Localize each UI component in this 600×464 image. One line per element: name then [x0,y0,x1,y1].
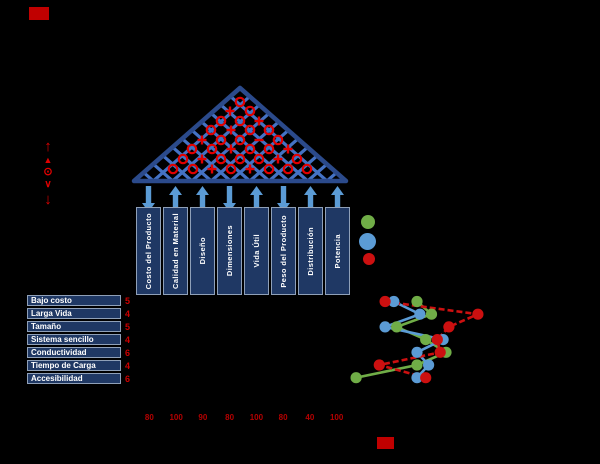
column-weight-value: 90 [198,413,208,422]
data-point-blue [423,359,435,371]
column-weight-value: 100 [169,413,183,422]
arrow-up-icon [250,186,263,212]
column-weight-value: 100 [329,413,344,422]
direction-symbol-icon: ▲ [43,155,53,165]
legend-dot-red-series [363,253,375,265]
direction-symbol-icon: ∨ [44,179,52,190]
legend-dot-blue-series [359,233,376,250]
direction-symbol-icon: ↑ [44,138,52,155]
requirement-row: Tamaño 5 [27,321,142,332]
direction-symbol-icon: ↓ [44,191,52,208]
technical-column: Distribución [298,207,323,295]
direction-legend: ↑▲⊙∨↓ [36,138,60,208]
requirement-label-bar: Sistema sencillo [27,334,121,345]
arrow-up-icon [304,186,317,212]
red-box-top-left [29,7,49,20]
technical-column: Dimensiones [217,207,242,295]
direction-symbol-icon: ⊙ [43,166,53,178]
data-point-red [472,308,484,320]
data-point-blue [411,372,423,384]
red-box-bottom-right [377,437,394,449]
data-point-green [420,334,432,346]
requirement-score: 5 [125,295,131,306]
data-point-green [391,321,403,333]
arrow-up-icon [196,186,209,212]
requirement-label-bar: Accesibilidad [27,373,121,384]
data-point-red [434,346,446,358]
data-point-red [420,372,432,384]
data-point-green [350,372,362,384]
technical-column: Diseño [190,207,215,295]
requirement-label-bar: Conductividad [27,347,121,358]
requirement-row: Tiempo de Carga 4 [27,360,142,371]
arrow-down-icon [142,186,155,212]
arrow-down-icon [223,186,236,212]
requirement-label-bar: Tiempo de Carga [27,360,121,371]
data-point-red [443,321,455,333]
requirement-label-bar: Bajo costo [27,295,121,306]
roof-correlation-symbols [167,96,313,175]
data-point-blue [411,346,423,358]
data-point-red [431,334,443,346]
requirement-row: Conductividad 6 [27,347,142,358]
column-weight-value: 100 [249,413,264,422]
data-point-green [425,308,438,320]
data-point-red [373,359,385,371]
technical-column: Peso del Producto [271,207,296,295]
arrow-up-icon [169,186,182,212]
improvement-arrows [142,186,344,212]
requirement-score: 4 [125,308,131,319]
requirement-score: 6 [125,347,131,358]
requirement-row: Sistema sencillo 4 [27,334,142,345]
column-weight-value: 80 [144,413,154,422]
column-weight-value: 80 [225,413,235,422]
data-point-green [411,295,423,308]
requirement-score: 4 [125,360,131,371]
requirement-row: Accesibilidad 6 [27,373,142,384]
column-weight-value: 80 [278,413,288,422]
technical-column: Calidad en Material [163,207,188,295]
data-point-blue [379,321,391,333]
technical-column: Potencia [325,207,350,295]
column-weight-value: 40 [305,413,315,422]
requirement-score: 6 [125,373,131,384]
technical-column: Costo del Producto [136,207,161,295]
requirement-row: Bajo costo 5 [27,295,142,306]
data-point-blue [388,295,400,308]
data-point-blue [414,308,426,320]
arrow-up-icon [331,186,344,212]
requirement-label-bar: Tamaño [27,321,121,332]
requirement-label-bar: Larga Vida [27,308,121,319]
legend-dot-green-series [361,215,375,229]
data-point-green [411,359,423,371]
arrow-down-icon [277,186,290,212]
requirement-row: Larga Vida 4 [27,308,142,319]
technical-column: Vida Útil [244,207,269,295]
data-point-red [379,295,391,308]
requirement-score: 5 [125,321,131,332]
column-weights-row: 80 100 90 80 100 80 40 100 [136,413,350,422]
requirement-score: 4 [125,334,131,345]
